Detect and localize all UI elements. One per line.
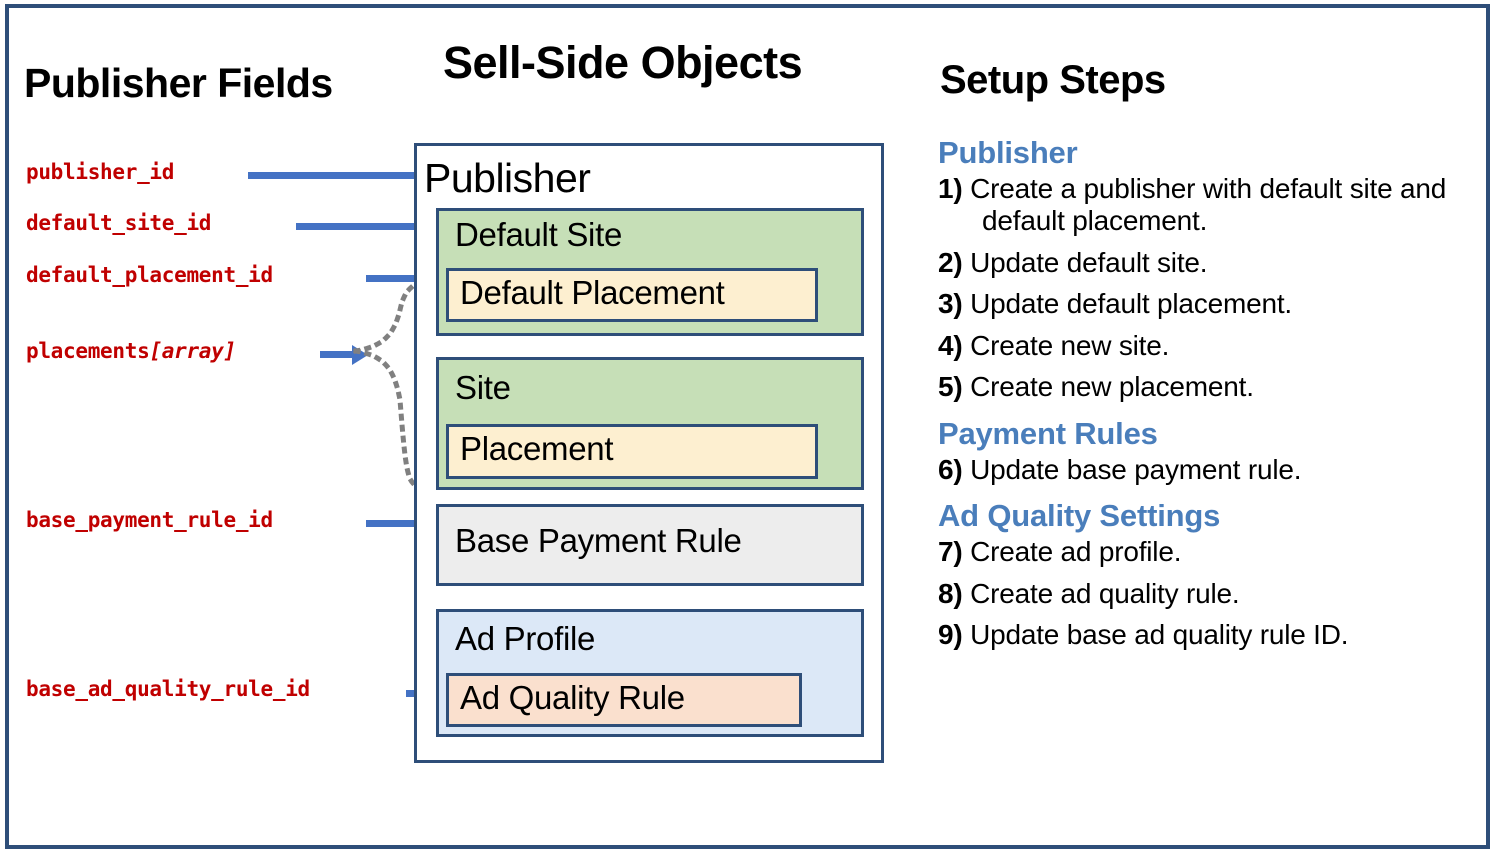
step-text: Update base ad quality rule ID. — [970, 619, 1349, 651]
step-number: 2) — [938, 246, 963, 278]
object-label-ad-profile: Ad Profile — [455, 620, 596, 657]
step-item: 2) Update default site. — [938, 247, 1478, 279]
step-text: Create ad quality rule. — [970, 577, 1240, 609]
field-name-text: base_payment_rule_id — [26, 508, 273, 532]
step-text: Create a publisher with default site and… — [970, 173, 1447, 237]
step-number: 1) — [938, 173, 963, 204]
step-text: Update default placement. — [970, 288, 1292, 320]
step-number: 6) — [938, 453, 963, 485]
page-title-publisher-fields: Publisher Fields — [24, 60, 333, 106]
object-label-placement: Placement — [460, 430, 614, 467]
object-label-default-site: Default Site — [455, 216, 622, 253]
object-box-ad-quality-rule[interactable]: Ad Quality Rule — [446, 673, 802, 727]
step-text: Create ad profile. — [970, 536, 1182, 568]
field-label-placements: placements[array] — [26, 339, 236, 363]
field-name-text: base_ad_quality_rule_id — [26, 677, 310, 701]
object-label-ad-quality-rule: Ad Quality Rule — [460, 679, 685, 716]
step-item: 7) Create ad profile. — [938, 536, 1478, 568]
step-number: 4) — [938, 329, 963, 361]
object-box-default-placement[interactable]: Default Placement — [446, 268, 818, 322]
field-name-text: default_placement_id — [26, 263, 273, 287]
publisher-object-title: Publisher — [424, 155, 591, 201]
object-label-base-payment-rule: Base Payment Rule — [455, 522, 742, 559]
step-text: Update default site. — [970, 246, 1208, 278]
step-item: 1) Create a publisher with default site … — [938, 173, 1478, 238]
field-label-base-payment-rule-id: base_payment_rule_id — [26, 508, 273, 532]
group-heading-payment-rules: Payment Rules — [938, 415, 1158, 451]
step-item: 3) Update default placement. — [938, 288, 1478, 320]
step-item: 8) Create ad quality rule. — [938, 578, 1478, 610]
field-name-text: default_site_id — [26, 211, 212, 235]
object-label-site: Site — [455, 369, 511, 406]
group-heading-ad-quality-settings: Ad Quality Settings — [938, 498, 1221, 534]
step-number: 3) — [938, 288, 963, 320]
outer-frame — [5, 4, 1490, 849]
field-label-base-ad-quality-rule-id: base_ad_quality_rule_id — [26, 677, 310, 701]
field-label-publisher-id: publisher_id — [26, 160, 174, 184]
setup-steps-list: Publisher 1) Create a publisher with def… — [938, 135, 1478, 661]
page-title-sell-side-objects: Sell-Side Objects — [443, 37, 803, 88]
field-name-text: publisher_id — [26, 160, 175, 184]
step-number: 8) — [938, 577, 963, 609]
page-title-setup-steps: Setup Steps — [940, 58, 1166, 102]
field-name-text: placements — [26, 339, 150, 363]
field-suffix-text: [array] — [149, 339, 236, 363]
field-label-default-site-id: default_site_id — [26, 211, 211, 235]
step-item: 9) Update base ad quality rule ID. — [938, 619, 1478, 651]
step-number: 7) — [938, 536, 963, 568]
step-item: 4) Create new site. — [938, 330, 1478, 362]
group-heading-publisher: Publisher — [938, 135, 1078, 170]
step-number: 9) — [938, 619, 963, 651]
arrow-placements-array — [320, 344, 368, 365]
step-text: Create new placement. — [970, 371, 1254, 403]
arrow-default-site-id-to-default-site — [296, 216, 442, 237]
object-box-placement[interactable]: Placement — [446, 424, 818, 479]
field-label-default-placement-id: default_placement_id — [26, 263, 273, 287]
object-box-base-payment-rule[interactable]: Base Payment Rule — [436, 504, 864, 586]
step-number: 5) — [938, 371, 963, 403]
step-text: Update base payment rule. — [970, 453, 1302, 485]
step-text: Create new site. — [970, 329, 1170, 361]
arrow-publisher-id-to-publisher — [248, 165, 435, 186]
step-item: 6) Update base payment rule. — [938, 454, 1478, 486]
object-label-default-placement: Default Placement — [460, 274, 725, 311]
step-item: 5) Create new placement. — [938, 371, 1478, 403]
